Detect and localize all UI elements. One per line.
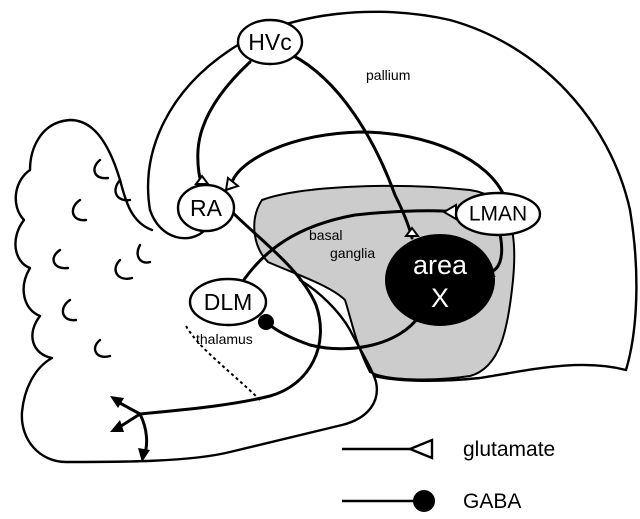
dlm-label: DLM: [204, 289, 253, 315]
ra-node: [176, 183, 236, 233]
cerebellum-folia: [52, 158, 152, 358]
lman-ra-tract: [230, 130, 507, 200]
hvc-label: HVc: [248, 29, 291, 55]
output-arrowheads: [110, 396, 150, 462]
pallium-label: pallium: [366, 67, 410, 83]
areax-dlm-tract: [264, 313, 422, 351]
ganglia-label: ganglia: [330, 245, 375, 261]
area-x-label-line1: area: [413, 250, 468, 280]
lman-node: [454, 191, 542, 237]
thalamus-label: thalamus: [196, 331, 253, 347]
legend-gaba-symbol: [413, 490, 435, 512]
dlm-node: [188, 277, 268, 327]
legend: glutamate GABA: [342, 438, 555, 513]
legend-glutamate-label: glutamate: [463, 438, 555, 461]
cerebellum-outline: [14, 118, 379, 464]
basal-label: basal: [309, 227, 342, 243]
hvc-ra-tract: [196, 60, 252, 186]
ra-descending-tract: [138, 208, 322, 416]
lman-label: LMAN: [469, 203, 527, 226]
glutamate-terminal-ra-right: [224, 176, 241, 192]
pallium-outline: [146, 10, 638, 382]
glutamate-terminal-ra-top: [194, 174, 210, 185]
area-x-node: [385, 234, 495, 326]
thalamus-boundary: [185, 325, 263, 403]
hvc-node: [236, 18, 304, 66]
glutamate-terminal-areax: [404, 226, 420, 237]
dlm-lman-tract: [234, 209, 460, 294]
legend-glutamate-symbol: [406, 438, 434, 460]
hvc-areax-tract: [290, 53, 414, 240]
area-x-label-line2: X: [431, 283, 449, 313]
ra-label: RA: [190, 195, 223, 221]
gaba-terminal-dlm: [258, 314, 274, 330]
pallium-inner-arc: [148, 208, 207, 240]
legend-gaba-label: GABA: [463, 490, 521, 513]
